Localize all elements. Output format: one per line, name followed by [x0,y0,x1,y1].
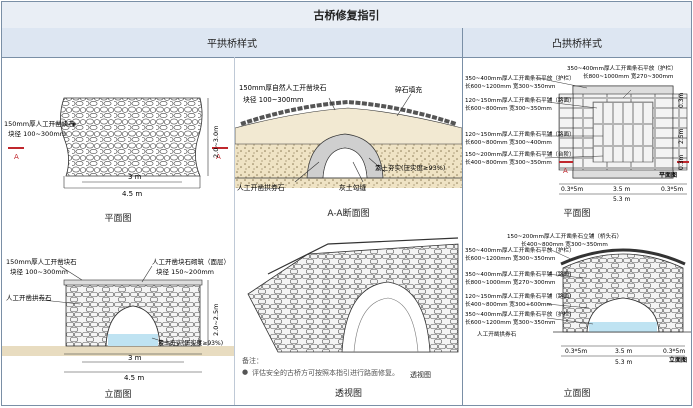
flat-plan-stone-label: 150mm厚人工开凿块石 [4,119,75,128]
column-divider-inner [234,57,235,405]
convex-elevation-label-9: 350~400mm厚人工开凿条石平放（护栏） [465,310,575,318]
convex-plan-rail-bottom [572,169,674,179]
flat-elevation-top-size: 块径 100~300mm [10,267,68,276]
perspective-caption: 透视图 [334,389,362,399]
convex-plan-caption: 平面图 [563,209,591,219]
convex-plan-center-paving [592,101,654,163]
section-aa-arch-label: 人工开凿拱券石 [237,183,285,192]
convex-elevation-dim-l3: 0.3*5m [663,348,685,355]
convex-plan-drawing: 350~400mm厚人工开凿条石平放（护栏） 350~400mm厚人工开凿条石平… [465,64,689,203]
flat-plan-length-outer: 4.5 m [122,190,142,198]
convex-elevation-label-10: 长600~1200mm 宽300~350mm [465,318,555,326]
section-aa-top-label: 150mm厚自然人工开凿块石 [239,83,327,92]
section-aa-soil-label: 素土夯实(压实度≥93%) [375,163,445,172]
convex-arch-section-title: 凸拱桥样式 [463,28,691,58]
flat-plan-stone-size: 块径 100~300mm [8,129,66,138]
section-aa-paving [240,99,457,126]
flat-elevation-span-inner: 3 m [128,354,142,362]
note-title: 备注： [242,357,263,365]
convex-elevation-label-2: 长400~800mm 宽300~350mm [521,240,608,248]
convex-plan-step-right [672,93,688,171]
convex-plan-dim-l3: 0.3*5m [661,186,683,193]
convex-plan-label-9: 150~200mm厚人工开凿条石平铺（台阶） [465,150,575,158]
convex-elevation-label-1: 150~200mm厚人工开凿条石立铺（桥头石） [507,232,622,240]
convex-elevation-label-8: 长400~800mm 宽300+600mm [465,300,552,308]
section-aa-fill-label: 碎石填充 [395,85,422,94]
convex-plan-dim-w1: 0.3m [678,92,685,108]
section-mark-label-right: A [216,153,221,161]
perspective-arch-opening [341,281,431,353]
flat-plan-deck [60,97,203,177]
flat-elevation-height-dim: 2.0~2.5m [212,304,220,336]
convex-plan-dim-l1: 0.3*5m [561,186,583,193]
flat-elevation-top-label: 150mm厚人工开凿块石 [6,257,77,266]
convex-plan-dim-w2: 2.5m [678,128,685,144]
convex-elevation-arch-label: 人工开凿拱券石 [477,330,517,338]
note-bullet: ● [242,368,249,376]
convex-section-mark-label: A [563,167,568,175]
perspective-drawing [247,237,459,353]
flat-elevation-water [108,334,158,346]
section-aa-arch-opening [322,147,368,179]
convex-elevation-dim-l2: 3.5 m [615,348,632,355]
flat-elevation-arch-label: 人工开凿拱券石 [6,293,52,302]
convex-elevation-side-caption: 立面图 [669,356,687,364]
convex-plan-sub-caption: 平面图 [659,171,677,179]
section-aa-drawing: 150mm厚自然人工开凿块石 块径 100~300mm 碎石填充 素土夯实(压实… [235,83,462,192]
convex-elevation-drawing: 150~200mm厚人工开凿条石立铺（桥头石） 长400~800mm 宽300~… [465,232,691,366]
convex-plan-label-7: 120~150mm厚人工开凿条石平铺（路面） [465,130,575,138]
page-title: 古桥修复指引 [2,2,691,29]
convex-elevation-label-3: 350~400mm厚人工开凿条石平放（护栏） [465,246,575,254]
convex-plan-label-1: 350~400mm厚人工开凿条石平放（护栏） [465,74,575,82]
convex-elevation-rail [560,248,686,266]
flat-elevation-soil-label: 素土夯实(压实度≥93%) [158,339,223,347]
section-aa-top-size: 块径 100~300mm [243,95,304,104]
flat-elevation-right-size: 块径 150~200mm [156,267,214,276]
section-aa-caption: A-A断面图 [327,209,370,219]
flat-plan-drawing: 150mm厚人工开凿块石 块径 100~300mm A A 3 m 4.5 m … [4,97,228,198]
convex-plan-dim-w3: 0.3m [678,154,685,170]
convex-plan-label-3: 长600~1200mm 宽300~350mm [465,82,555,90]
convex-elevation-dim-total: 5.3 m [615,359,632,366]
flat-plan-width-dim: 2.0~3.0m [212,126,220,158]
section-mark-label-left: A [14,153,19,161]
convex-plan-label-6: 长600~800mm 宽300~350mm [465,104,552,112]
convex-elevation-label-6: 长800~1000mm 宽270~300mm [465,278,555,286]
convex-plan-label-4: 长800~1000mm 宽270~300mm [583,72,673,80]
convex-elevation-label-5: 350~400mm厚人工开凿条石平铺（路面） [465,270,575,278]
convex-plan-label-2: 350~400mm厚人工开凿条石平放（护栏） [567,64,677,72]
convex-plan-label-8: 长600~800mm 宽300~400mm [465,138,552,146]
convex-plan-step-left [558,93,574,171]
note-text: 评估安全的古桥方可按照本指引进行路面修复。 [252,369,399,377]
convex-plan-dim-l2: 3.5 m [613,186,630,193]
flat-elevation-span-outer: 4.5 m [124,374,144,382]
convex-elevation-caption: 立面图 [563,389,591,399]
section-aa-joint-label: 灰土勾缝 [339,183,366,192]
convex-elevation-label-4: 长600~1200mm 宽300~350mm [465,254,555,262]
flat-elevation-caption: 立面图 [104,390,132,400]
section-aa-fill [235,107,462,145]
convex-plan-label-5: 120~150mm厚人工开凿条石平铺（路面） [465,96,575,104]
flat-plan-caption: 平面图 [104,214,132,224]
flat-arch-section-title: 平拱桥样式 [2,28,462,58]
flat-elevation-deck [63,279,203,286]
flat-plan-length-inner: 3 m [128,173,142,181]
convex-plan-dim-total: 5.3 m [613,196,630,203]
convex-plan-label-10: 长400~800mm 宽300~350mm [465,158,552,166]
flat-elevation-right-label: 人工开凿块石砌筑（面层） [152,257,230,266]
convex-elevation-dim-l1: 0.3*5m [565,348,587,355]
flat-elevation-drawing: 150mm厚人工开凿块石 块径 100~300mm 人工开凿块石砌筑（面层） 块… [2,257,234,382]
convex-elevation-water [589,322,657,332]
convex-plan-rail-top [572,85,674,95]
convex-elevation-label-7: 120~150mm厚人工开凿条石平铺（路面） [465,292,575,300]
perspective-tag: 透视图 [410,371,431,379]
flat-elevation-soil [2,346,234,356]
column-divider [462,28,463,405]
